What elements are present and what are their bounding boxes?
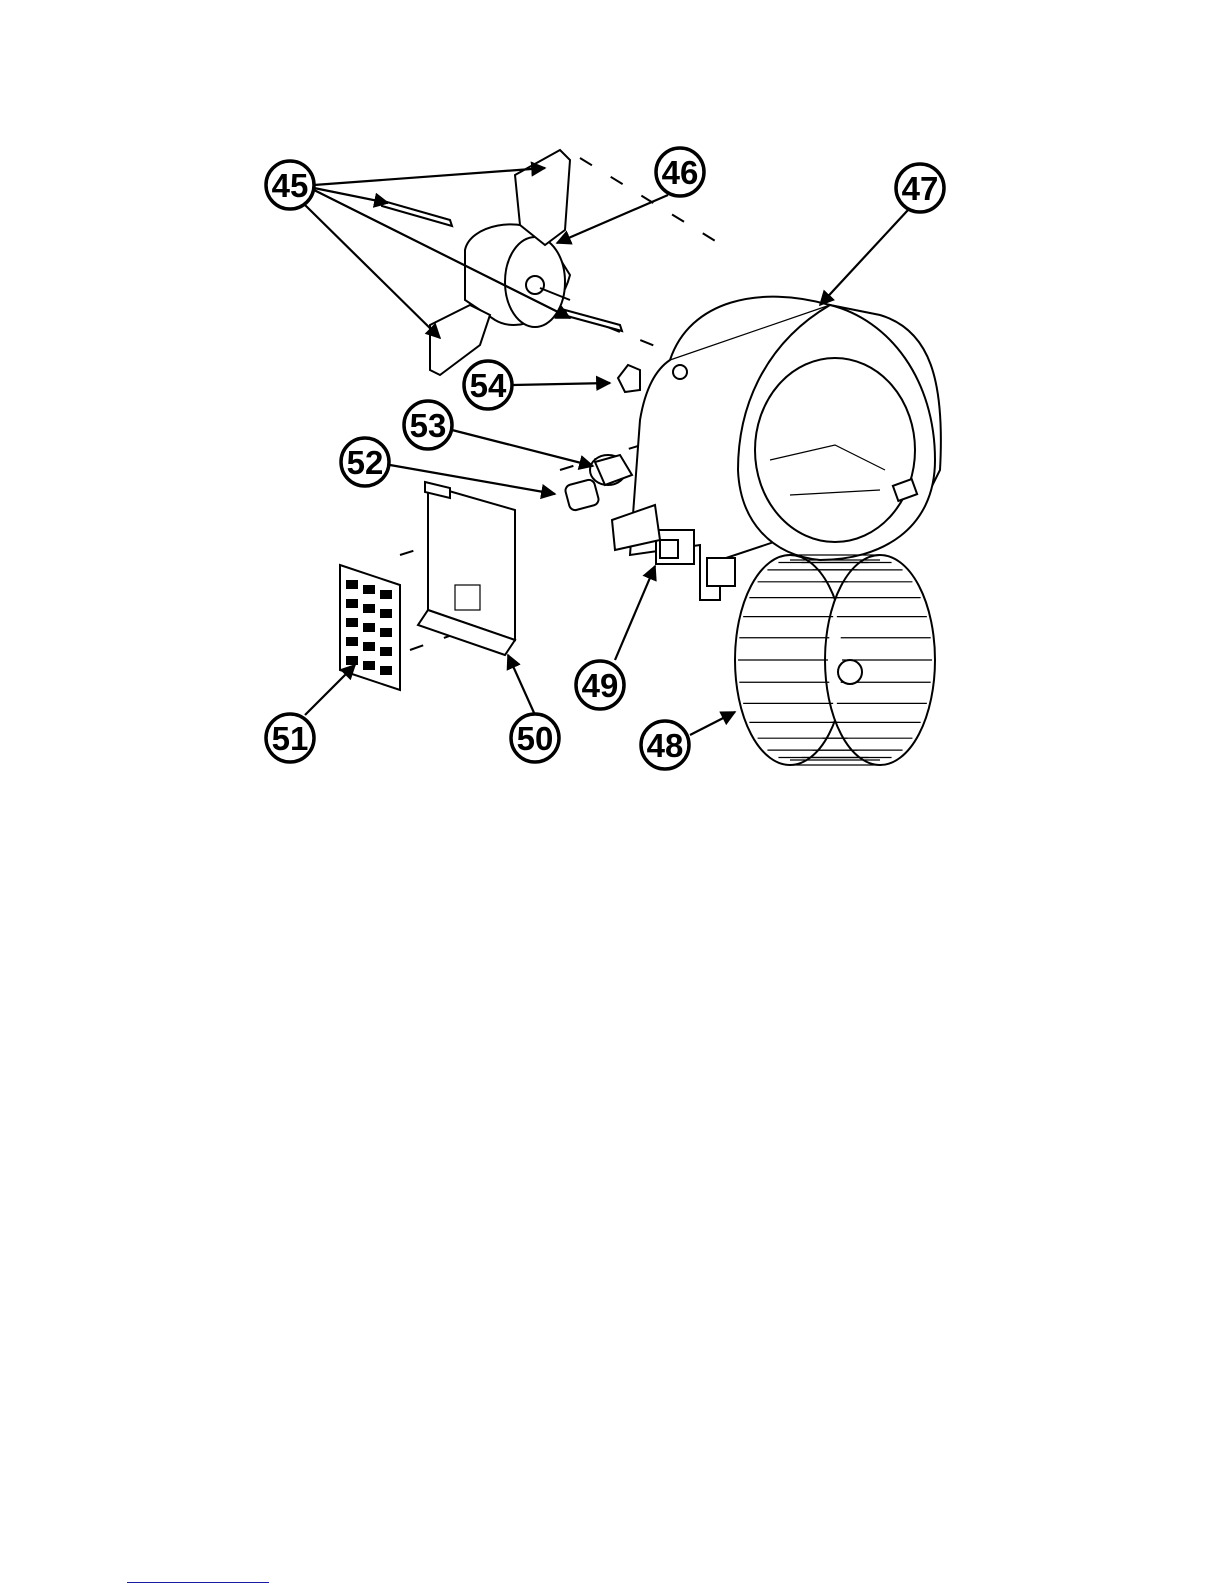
control-bracket-part — [418, 482, 515, 655]
callout-label: 50 — [517, 720, 554, 757]
callout-52: 52 — [341, 438, 389, 486]
footer-rule — [127, 1582, 269, 1583]
callout-label: 53 — [410, 407, 447, 444]
callout-54: 54 — [464, 361, 512, 409]
callout-label: 47 — [902, 170, 939, 207]
board-component — [346, 618, 358, 627]
callout-51: 51 — [266, 714, 314, 762]
callout-46: 46 — [656, 148, 704, 196]
callout-label: 49 — [582, 667, 619, 704]
blower-wheel-part — [735, 555, 935, 765]
board-component — [346, 656, 358, 665]
callout-50: 50 — [511, 714, 559, 762]
callout-label: 54 — [470, 367, 507, 404]
board-component — [380, 666, 392, 675]
sensor-clip-part — [618, 365, 640, 392]
callout-label: 52 — [347, 444, 384, 481]
capacitor-small-part — [564, 479, 600, 512]
board-component — [346, 599, 358, 608]
callout-45: 45 — [266, 161, 314, 209]
callout-label: 45 — [272, 167, 309, 204]
callout-48: 48 — [641, 721, 689, 769]
board-component — [363, 585, 375, 594]
board-component — [380, 609, 392, 618]
board-component — [363, 661, 375, 670]
board-component — [363, 604, 375, 613]
board-component — [346, 637, 358, 646]
board-component — [363, 642, 375, 651]
capacitor-part — [590, 455, 632, 485]
callout-53: 53 — [404, 401, 452, 449]
board-component — [346, 580, 358, 589]
board-component — [363, 623, 375, 632]
board-component — [380, 628, 392, 637]
board-component — [380, 590, 392, 599]
callout-label: 51 — [272, 720, 309, 757]
callout-47: 47 — [896, 164, 944, 212]
callout-49: 49 — [576, 661, 624, 709]
callout-label: 46 — [662, 154, 699, 191]
callout-label: 48 — [647, 727, 684, 764]
board-component — [380, 647, 392, 656]
transformer-part — [656, 530, 694, 564]
